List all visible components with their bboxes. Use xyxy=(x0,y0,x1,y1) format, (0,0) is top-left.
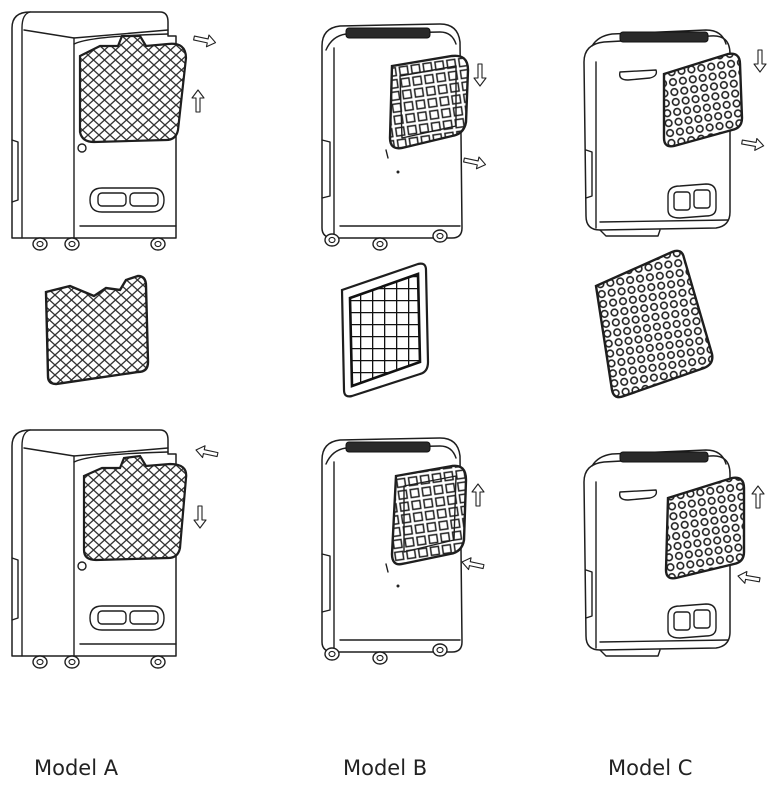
model-b-filter-bottom xyxy=(390,464,468,566)
model-b-filter xyxy=(340,262,430,398)
arrow-icon xyxy=(194,443,220,461)
arrow-icon xyxy=(462,153,488,171)
model-a-filter-bottom xyxy=(82,454,188,562)
model-b-filter-top xyxy=(388,54,470,150)
arrow-icon xyxy=(473,63,487,87)
model-c-filter xyxy=(594,249,714,399)
model-c-caption: Model C xyxy=(608,756,693,780)
model-a-step-2 xyxy=(12,430,220,668)
model-c-filter-bottom xyxy=(664,476,746,580)
model-a-step-1 xyxy=(12,12,218,250)
model-b-caption: Model B xyxy=(343,756,428,780)
arrow-icon xyxy=(736,569,762,587)
model-a-filter xyxy=(44,274,150,386)
arrow-icon xyxy=(471,483,485,507)
model-a-filter-top xyxy=(78,34,188,144)
model-c-filter-top xyxy=(662,52,744,148)
arrow-icon xyxy=(191,89,205,113)
arrow-icon xyxy=(740,135,766,153)
model-b-step-1 xyxy=(322,24,488,250)
model-c-step-2 xyxy=(583,449,765,657)
arrow-icon xyxy=(753,49,767,73)
model-a-caption: Model A xyxy=(34,756,119,780)
model-b-step-2 xyxy=(322,438,486,664)
arrow-icon xyxy=(192,31,218,49)
arrow-icon xyxy=(193,505,207,529)
arrow-icon xyxy=(460,555,486,573)
arrow-icon xyxy=(751,485,765,509)
model-c-step-1 xyxy=(583,29,767,237)
